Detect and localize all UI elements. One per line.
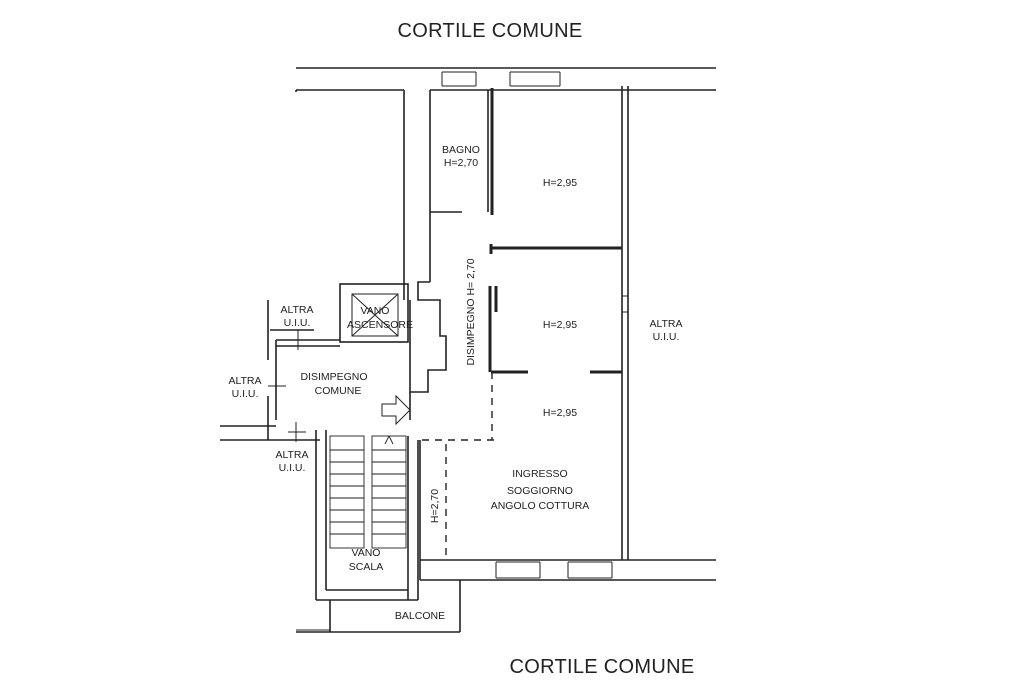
stair-left-wall (315, 430, 327, 600)
elevator-inner (351, 293, 399, 337)
corridor-vertical-height: H=2,70 (429, 489, 441, 523)
stair-treads (330, 449, 406, 535)
entry-wall (409, 392, 421, 580)
ingresso-line3: ANGOLO COTTURA (491, 500, 590, 512)
neighbor-bottom-line2: U.I.U. (279, 462, 306, 474)
landing-left-wall (267, 300, 277, 440)
neighbor-door-tick-mid (268, 378, 286, 396)
neighbor-top-line1: ALTRA (280, 304, 313, 316)
vano-scala-line1: VANO (352, 547, 381, 559)
left-outer-stub (220, 425, 320, 441)
disimpegno-comune-line1: DISIMPEGNO (300, 371, 367, 383)
landing-top-wall (276, 339, 340, 347)
ingresso-line1: INGRESSO (512, 468, 567, 480)
neighbor-top-line2: U.I.U. (284, 317, 311, 329)
courtyard-bottom-label: CORTILE COMUNE (510, 656, 695, 678)
ingresso-line2: SOGGIORNO (507, 485, 573, 497)
bagno-height: H=2,70 (444, 157, 478, 169)
window-top-1 (441, 71, 477, 87)
neighbor-mid-line1: ALTRA (228, 375, 261, 387)
window-bottom-2 (567, 561, 613, 579)
window-top-2 (509, 71, 561, 87)
neighbor-right-line1: ALTRA (649, 318, 682, 330)
corridor-pillar (488, 286, 498, 372)
vano-ascensore-line2: ASCENSORE (347, 319, 413, 331)
stair-flight-right (371, 435, 407, 549)
left-core-wall (295, 90, 405, 300)
neighbor-door-tick-bottom (288, 422, 306, 442)
apartment-right-notch (622, 295, 628, 313)
stair-bottom-wall (316, 589, 418, 601)
disimpegno-vertical-label: DISIMPEGNO H= 2,70 (465, 258, 477, 365)
staircase (329, 435, 407, 549)
corridor-left-wall (409, 281, 447, 393)
neighbor-door-tick-top (288, 330, 308, 350)
elevator-outer (339, 283, 409, 343)
entrance-arrow-icon (381, 394, 411, 426)
stair-flight-left (329, 435, 365, 549)
courtyard-top-label: CORTILE COMUNE (398, 20, 583, 42)
balcony-outline (296, 580, 461, 633)
neighbor-bottom-line1: ALTRA (275, 449, 308, 461)
stair-arrow (384, 435, 394, 445)
bagno-label: BAGNO (442, 144, 480, 156)
elevator-cross (351, 293, 399, 337)
walls (220, 67, 716, 633)
neighbor-mid-line2: U.I.U. (232, 388, 259, 400)
vano-scala-line2: SCALA (349, 561, 383, 573)
stair-right-wall (407, 436, 419, 600)
neighbor-right-line2: U.I.U. (653, 331, 680, 343)
window-bottom-1 (495, 561, 541, 579)
vano-ascensore-line1: VANO (361, 305, 390, 317)
balcone-label: BALCONE (395, 610, 445, 622)
room-mid-height: H=2,95 (543, 319, 577, 331)
room-low-height: H=2,95 (543, 407, 577, 419)
disimpegno-comune-line2: COMUNE (315, 385, 362, 397)
room-top-height: H=2,95 (543, 177, 577, 189)
